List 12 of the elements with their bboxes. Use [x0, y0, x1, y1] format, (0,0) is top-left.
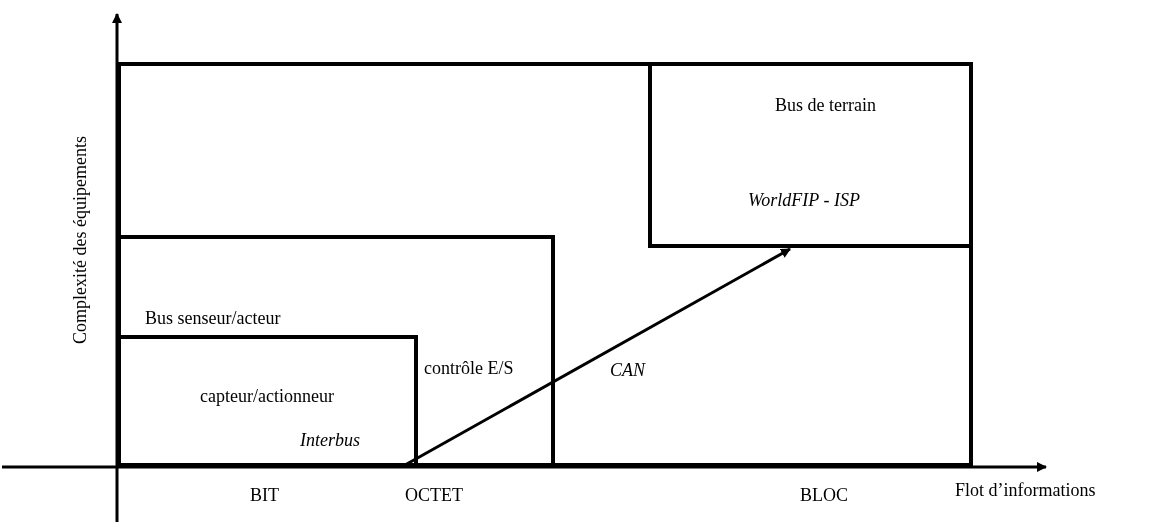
category-label: OCTET	[405, 485, 463, 505]
region-heading: Bus senseur/acteur	[145, 308, 281, 328]
category-label: BIT	[250, 485, 279, 505]
axis-title: Complexité des équipements	[70, 135, 90, 346]
region-label: Bus de terrain	[775, 95, 876, 115]
region-label: contrôle E/S	[424, 358, 514, 378]
category-label: BLOC	[800, 485, 848, 505]
axis-title: Flot d’informations	[955, 480, 1096, 500]
chart-area-box	[117, 62, 973, 467]
protocol-name: WorldFIP - ISP	[748, 190, 860, 210]
region-label: capteur/actionneur	[200, 386, 334, 406]
protocol-name: Interbus	[300, 430, 360, 450]
